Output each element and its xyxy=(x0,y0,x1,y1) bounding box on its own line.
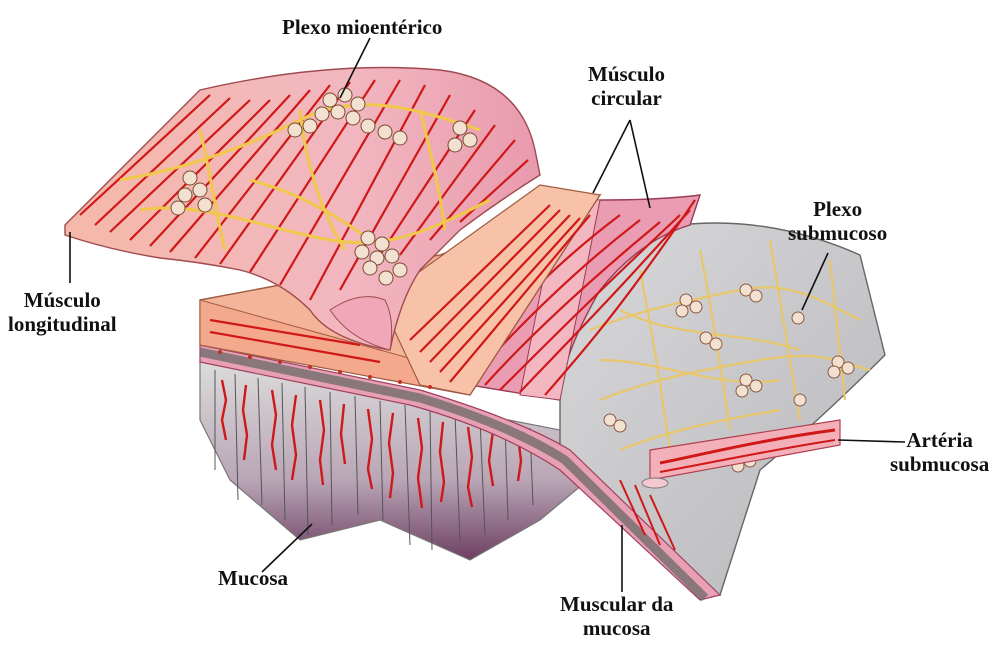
label-plexo-submucoso-line1: Plexo xyxy=(788,197,887,221)
label-musculo-circular: Músculo circular xyxy=(588,62,665,110)
label-plexo-submucoso-line2: submucoso xyxy=(788,221,887,245)
label-musculo-longitudinal-line1: Músculo xyxy=(8,288,117,312)
label-musculo-longitudinal: Músculo longitudinal xyxy=(8,288,117,336)
label-mucosa: Mucosa xyxy=(218,566,288,590)
label-muscular-da-mucosa-line1: Muscular da xyxy=(560,592,673,616)
label-muscular-da-mucosa-line2: mucosa xyxy=(560,616,673,640)
label-arteria-submucosa-line1: Artéria xyxy=(890,428,989,452)
label-muscular-da-mucosa: Muscular da mucosa xyxy=(560,592,673,640)
label-arteria-submucosa-line2: submucosa xyxy=(890,452,989,476)
label-plexo-mioenterico: Plexo mioentérico xyxy=(282,15,442,39)
label-musculo-longitudinal-line2: longitudinal xyxy=(8,312,117,336)
label-musculo-circular-line2: circular xyxy=(588,86,665,110)
label-musculo-circular-line1: Músculo xyxy=(588,62,665,86)
label-arteria-submucosa: Artéria submucosa xyxy=(890,428,989,476)
label-plexo-submucoso: Plexo submucoso xyxy=(788,197,887,245)
